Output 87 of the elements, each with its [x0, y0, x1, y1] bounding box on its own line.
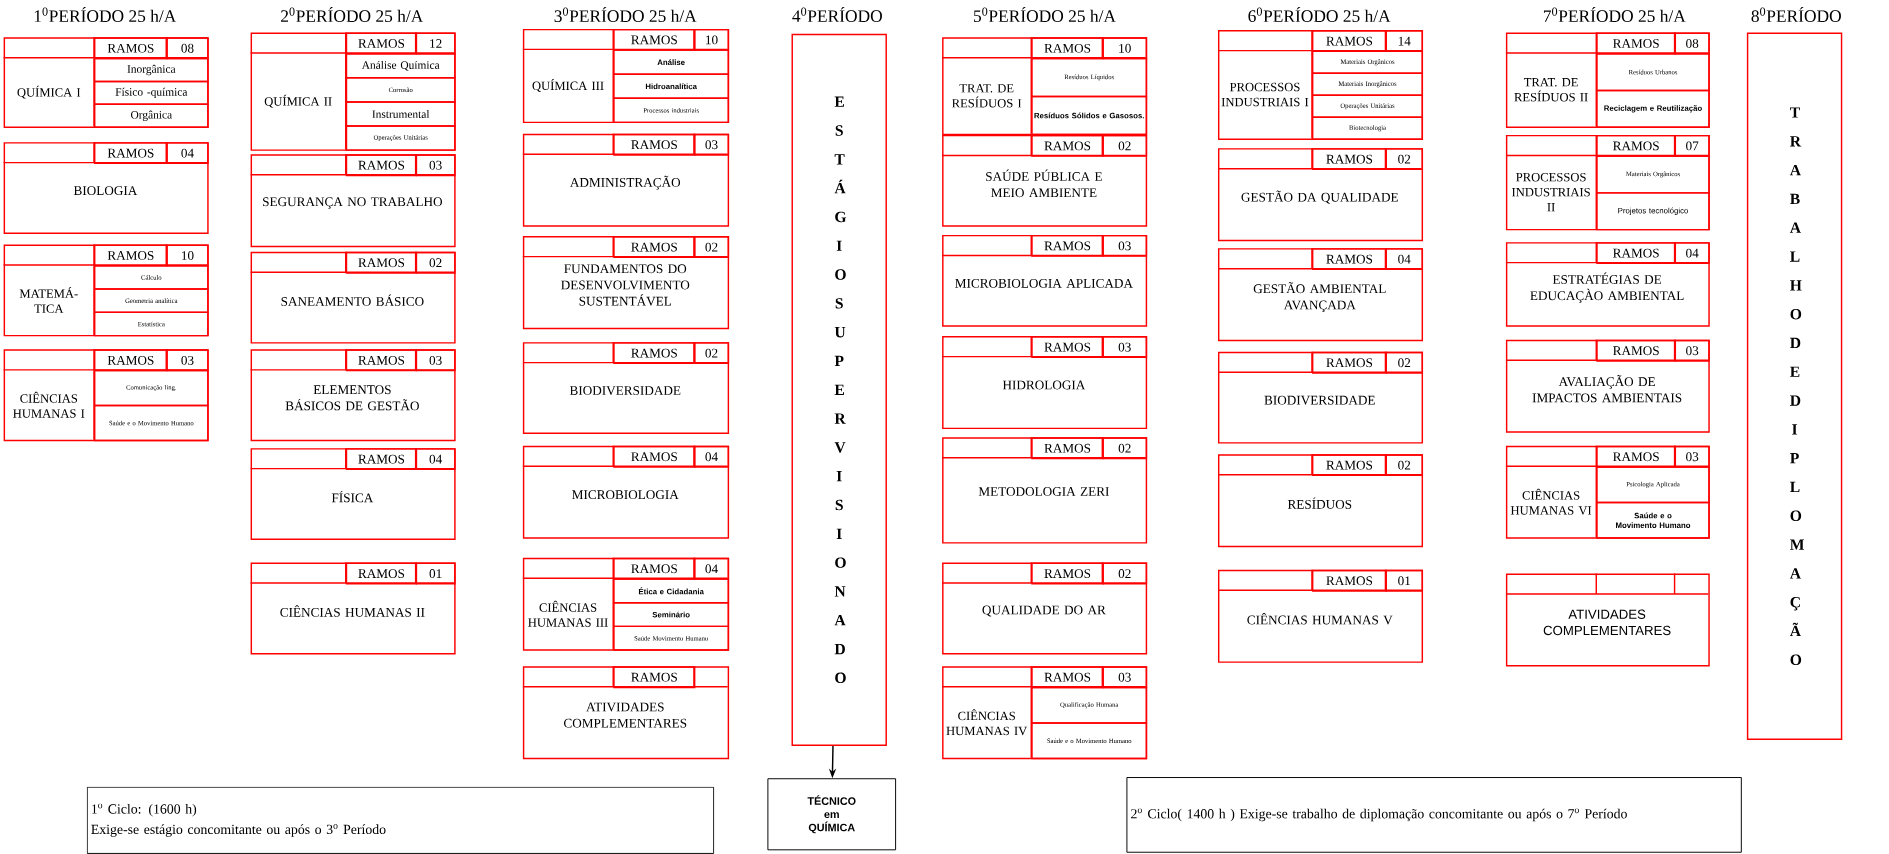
ramos-cell: RAMOS [345, 349, 418, 372]
ramos-cell: RAMOS [345, 32, 418, 55]
credit-cell: 12 [415, 32, 456, 55]
ramos-cell: RAMOS [1311, 148, 1387, 171]
topic-cell: Inorgânica [93, 57, 209, 83]
period-heading: 7$^{0}$PERÍODO 25 h/A [1544, 6, 1686, 22]
credit-cell: 03 [1102, 336, 1148, 358]
ramos-cell: RAMOS [345, 562, 418, 585]
credit-cell: 04 [693, 445, 730, 468]
credit-cell: 03 [693, 133, 730, 156]
credit-cell: 07 [1674, 134, 1710, 157]
credit-cell: 02 [1385, 454, 1424, 477]
credit-cell: 04 [1385, 248, 1424, 271]
credit-cell: 02 [415, 251, 456, 274]
credit-cell: 02 [1385, 148, 1424, 171]
credit-cell: 04 [693, 557, 730, 580]
credit-cell: 03 [166, 349, 209, 372]
credit-cell: 08 [1674, 32, 1710, 55]
credit-cell: 02 [693, 236, 730, 258]
note-box: 2$^{o}$ Ciclo( 1400 h ) Exige-se trabalho de diplomação concomitante ou após o 7$^{o}$ Período [1126, 777, 1742, 853]
credit-cell: 10 [693, 28, 730, 51]
period-heading: 2$^{0}$PERÍODO 25 h/A [281, 6, 424, 22]
ramos-cell: RAMOS [1311, 248, 1387, 271]
credit-cell: 04 [1674, 242, 1710, 264]
credit-cell: 03 [415, 349, 456, 372]
credit-cell: 04 [415, 448, 456, 471]
ramos-cell: RAMOS [1031, 134, 1104, 157]
ramos-cell: RAMOS [1031, 562, 1104, 585]
credit-cell: 02 [1102, 134, 1148, 157]
credit-cell: 08 [166, 37, 209, 60]
ramos-cell: RAMOS [1031, 336, 1104, 358]
credit-cell: 10 [166, 244, 209, 267]
ramos-cell: RAMOS [1031, 666, 1104, 689]
credit-cell: 14 [1385, 30, 1424, 52]
ramos-cell: RAMOS [1596, 32, 1677, 55]
ramos-cell: RAMOS [1311, 30, 1387, 52]
ramos-cell: RAMOS [613, 28, 696, 51]
credit-cell: 03 [1674, 445, 1710, 468]
ramos-cell: RAMOS [93, 37, 168, 60]
period-heading: 3$^{0}$PERÍODO 25 h/A [554, 6, 697, 22]
note-box: 1$^{o}$ Ciclo: (1600 h) Exige-se estágio concomitante ou após o 3$^{o}$ Período [86, 786, 715, 854]
topic-cell: Orgânica [93, 103, 209, 128]
ramos-cell: RAMOS [93, 244, 168, 267]
credit-cell: 01 [1385, 569, 1424, 592]
ramos-cell: RAMOS [613, 557, 696, 580]
course-card: ATIVIDADES COMPLEMENTARES [1505, 572, 1710, 667]
ramos-cell: RAMOS [1031, 37, 1104, 60]
credit-cell: 02 [693, 342, 730, 364]
ramos-cell: RAMOS [1596, 445, 1677, 468]
ramos-cell: RAMOS [345, 154, 418, 177]
credit-cell: 10 [1102, 37, 1148, 60]
topic-cell: Análise Química [345, 52, 456, 79]
credit-cell: 02 [1385, 351, 1424, 374]
credit-cell: 01 [415, 562, 456, 585]
ramos-cell: RAMOS [613, 133, 696, 156]
ramos-cell: RAMOS [1031, 437, 1104, 460]
credit-cell: 03 [1102, 234, 1148, 257]
period-heading: 1$^{0}$PERÍODO 25 h/A [34, 6, 177, 22]
ramos-cell: RAMOS [1311, 351, 1387, 374]
credit-cell: 02 [1102, 562, 1148, 585]
topic-cell: Físico -química [93, 80, 209, 105]
ramos-cell: RAMOS [1031, 234, 1104, 257]
ramos-cell: RAMOS [1596, 339, 1677, 362]
ramos-cell: RAMOS [613, 342, 696, 364]
ramos-cell: RAMOS [345, 448, 418, 471]
credit-cell: 03 [415, 154, 456, 177]
vertical-banner: TRABALHO DE DIPLOMAÇÃO [1746, 32, 1843, 740]
credit-cell: 03 [1674, 339, 1710, 362]
period-heading: 8$^{0}$PERÍODO [1751, 6, 1841, 22]
ramos-cell: RAMOS [93, 349, 168, 372]
ramos-cell: RAMOS [1311, 569, 1387, 592]
ramos-cell: RAMOS [1311, 454, 1387, 477]
ramos-cell: RAMOS [1596, 134, 1677, 157]
ramos-cell: RAMOS [613, 666, 696, 689]
ramos-cell: RAMOS [93, 142, 168, 165]
period-heading: 6$^{0}$PERÍODO 25 h/A [1248, 6, 1391, 22]
ramos-cell: RAMOS [613, 445, 696, 468]
result-box: TÉCNICO em QUÍMICA [767, 778, 897, 851]
vertical-banner: ESTÁGIO SUPERVISIONADO [791, 33, 887, 746]
credit-cell: 02 [1102, 437, 1148, 460]
credit-cell: 04 [166, 142, 209, 165]
ramos-cell: RAMOS [345, 251, 418, 274]
ramos-cell: RAMOS [613, 236, 696, 258]
topic-cell: Instrumental [345, 101, 456, 127]
credit-cell: 03 [1102, 666, 1148, 689]
period-heading: 5$^{0}$PERÍODO 25 h/A [974, 6, 1116, 22]
ramos-cell: RAMOS [1596, 242, 1677, 264]
